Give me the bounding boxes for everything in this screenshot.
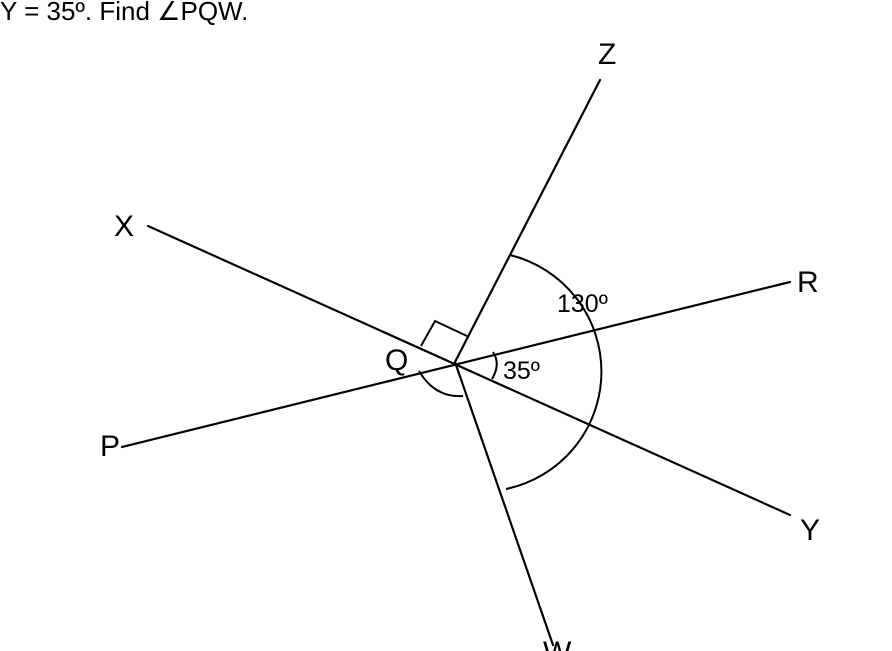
- angle-arc-zqw: [505, 254, 603, 490]
- angle-label-130: 130º: [557, 290, 608, 318]
- ray-qw: [453, 360, 555, 647]
- angle-arc-rqy: [491, 351, 498, 380]
- point-label-x: X: [114, 210, 134, 243]
- point-label-q: Q: [385, 344, 408, 377]
- point-label-w: W: [543, 636, 572, 651]
- line-xy: [146, 224, 792, 517]
- ray-qz: [453, 78, 602, 364]
- point-label-r: R: [797, 266, 819, 299]
- right-angle-marker: [420, 319, 468, 347]
- angle-arc-pqw: [418, 370, 464, 398]
- point-label-z: Z: [598, 38, 616, 71]
- point-label-y: Y: [800, 514, 820, 547]
- question-text: Y = 35º. Find ∠PQW.: [0, 0, 249, 26]
- angle-label-35: 35º: [503, 357, 540, 385]
- point-label-p: P: [100, 430, 120, 463]
